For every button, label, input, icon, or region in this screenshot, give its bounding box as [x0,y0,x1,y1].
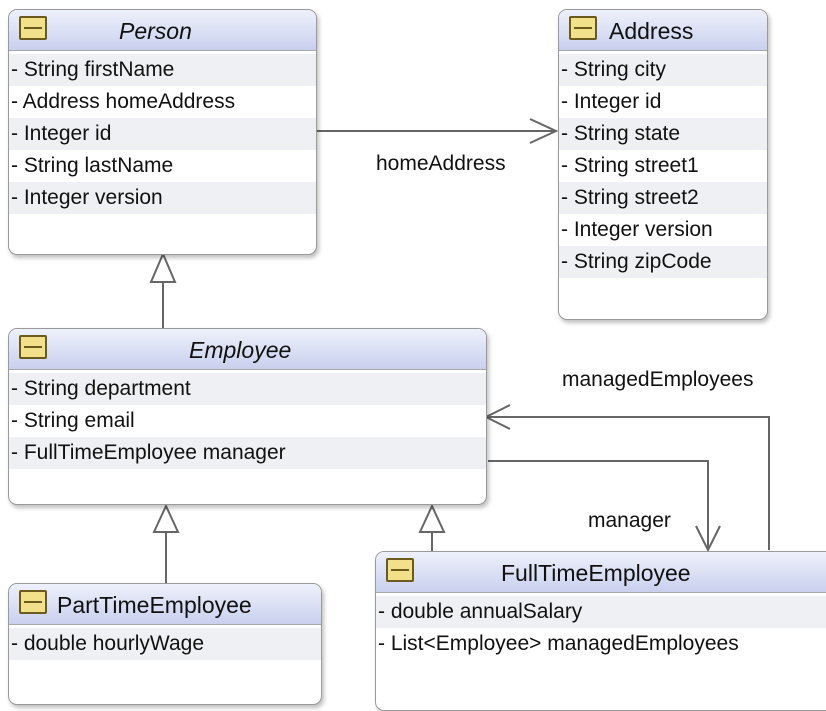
attribute-item[interactable]: - Integer id [561,90,662,113]
attribute-item[interactable]: - String lastName [11,154,174,177]
attribute-item[interactable]: - double hourlyWage [9,628,321,660]
fulltime-employee-attribute-list: - double annualSalary - List<Employee> m… [376,593,826,660]
fulltime-employee-class-name: FullTimeEmployee [501,560,691,586]
parttime-employee-class-name: PartTimeEmployee [57,592,252,618]
fulltime-generalization-arrowhead [418,503,446,533]
employee-attribute-list: - String department - String email - Ful… [9,370,486,469]
class-icon [19,590,47,614]
attribute-item[interactable]: - Integer version [9,182,316,214]
parttime-generalization-arrowhead [152,503,180,533]
fulltime-employee-class-header[interactable]: FullTimeEmployee [376,552,826,593]
parttime-employee-class-header[interactable]: PartTimeEmployee [9,584,321,625]
address-class-name: Address [609,18,694,44]
class-icon [569,16,597,40]
employee-class-header[interactable]: Employee [9,329,486,370]
class-icon [19,335,47,359]
attribute-item[interactable]: - String state [559,118,767,150]
manager-label: manager [588,509,671,532]
attribute-item[interactable]: - String street1 [561,154,699,177]
attribute-item[interactable]: - String email [11,409,135,432]
attribute-item[interactable]: - String street2 [559,182,767,214]
employee-class[interactable]: Employee - String department - String em… [8,328,487,505]
address-class-header[interactable]: Address [559,10,767,51]
attribute-item[interactable]: - Integer id [9,118,316,150]
manager-association-line[interactable] [488,460,709,548]
managed-employees-association-line[interactable] [488,416,770,550]
class-icon [19,16,47,40]
parttime-employee-class[interactable]: PartTimeEmployee - double hourlyWage [8,583,322,705]
managed-employees-label: managedEmployees [562,368,754,391]
attribute-item[interactable]: - String city [559,54,767,86]
attribute-item[interactable]: - String zipCode [559,246,767,278]
class-icon [386,558,414,582]
person-class[interactable]: Person - String firstName - Address home… [8,9,317,255]
manager-arrowhead [695,525,721,553]
person-class-name: Person [119,18,192,44]
address-class[interactable]: Address - String city - Integer id - Str… [558,9,768,320]
fulltime-employee-class[interactable]: FullTimeEmployee - double annualSalary -… [375,551,826,711]
address-attribute-list: - String city - Integer id - String stat… [559,51,767,278]
employee-generalization-arrowhead [149,251,177,283]
attribute-item[interactable]: - double annualSalary [376,596,826,628]
person-attribute-list: - String firstName - Address homeAddress… [9,51,316,214]
attribute-item[interactable]: - List<Employee> managedEmployees [378,632,739,655]
attribute-item[interactable]: - String firstName [9,54,316,86]
home-address-arrowhead [529,118,559,144]
employee-class-name: Employee [189,337,292,363]
person-class-header[interactable]: Person [9,10,316,51]
attribute-item[interactable]: - Address homeAddress [11,90,236,113]
parttime-employee-attribute-list: - double hourlyWage [9,625,321,660]
attribute-item[interactable]: - Integer version [561,218,713,241]
attribute-item[interactable]: - FullTimeEmployee manager [9,437,486,469]
home-address-label: homeAddress [376,152,506,175]
attribute-item[interactable]: - String department [9,373,486,405]
